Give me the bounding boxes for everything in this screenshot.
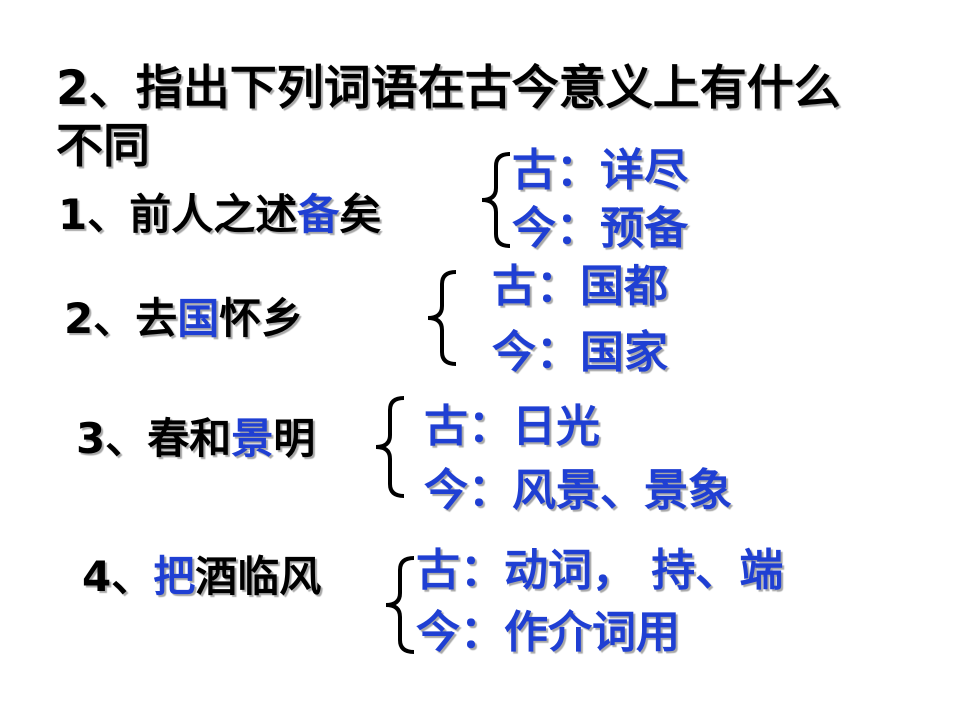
meaning-3-ancient: 古：日光 (424, 401, 600, 452)
phrase-2-post: 怀乡 (219, 294, 304, 343)
phrase-2-key: 国 (177, 294, 220, 343)
meaning-4-modern: 今：作介词用 (416, 607, 680, 658)
meaning-3-modern: 今：风景、景象 (424, 465, 732, 516)
brace-2 (427, 270, 457, 366)
slide-title: 2、指出下列词语在古今意义上有什么不同 (56, 61, 841, 174)
phrase-2: 2、去国怀乡 (64, 294, 303, 344)
phrase-1-post: 矣 (339, 190, 382, 239)
phrase-4-post: 酒临风 (195, 552, 322, 601)
brace-1 (481, 152, 511, 248)
brace-3 (375, 396, 405, 498)
phrase-1: 1、前人之述备矣 (58, 190, 381, 240)
phrase-3-key: 景 (231, 414, 274, 463)
phrase-1-pre: 前人之述 (129, 190, 298, 239)
phrase-4-key: 把 (153, 552, 196, 601)
meaning-2-modern: 今：国家 (492, 327, 668, 378)
phrase-2-number: 2、 (64, 294, 136, 343)
brace-4 (385, 556, 415, 654)
meaning-4-ancient: 古：动词， 持、端 (416, 545, 784, 596)
meaning-2-ancient: 古：国都 (492, 261, 668, 312)
phrase-3-pre: 春和 (147, 414, 232, 463)
phrase-3: 3、春和景明 (76, 414, 315, 464)
phrase-3-post: 明 (273, 414, 316, 463)
phrase-3-number: 3、 (76, 414, 148, 463)
meaning-1-modern: 今：预备 (512, 203, 688, 254)
phrase-2-pre: 去 (135, 294, 178, 343)
phrase-1-number: 1、 (58, 190, 130, 239)
meaning-1-ancient: 古：详尽 (512, 145, 688, 196)
phrase-1-key: 备 (297, 190, 340, 239)
phrase-4-number: 4、 (82, 552, 154, 601)
phrase-4: 4、把酒临风 (82, 552, 321, 602)
